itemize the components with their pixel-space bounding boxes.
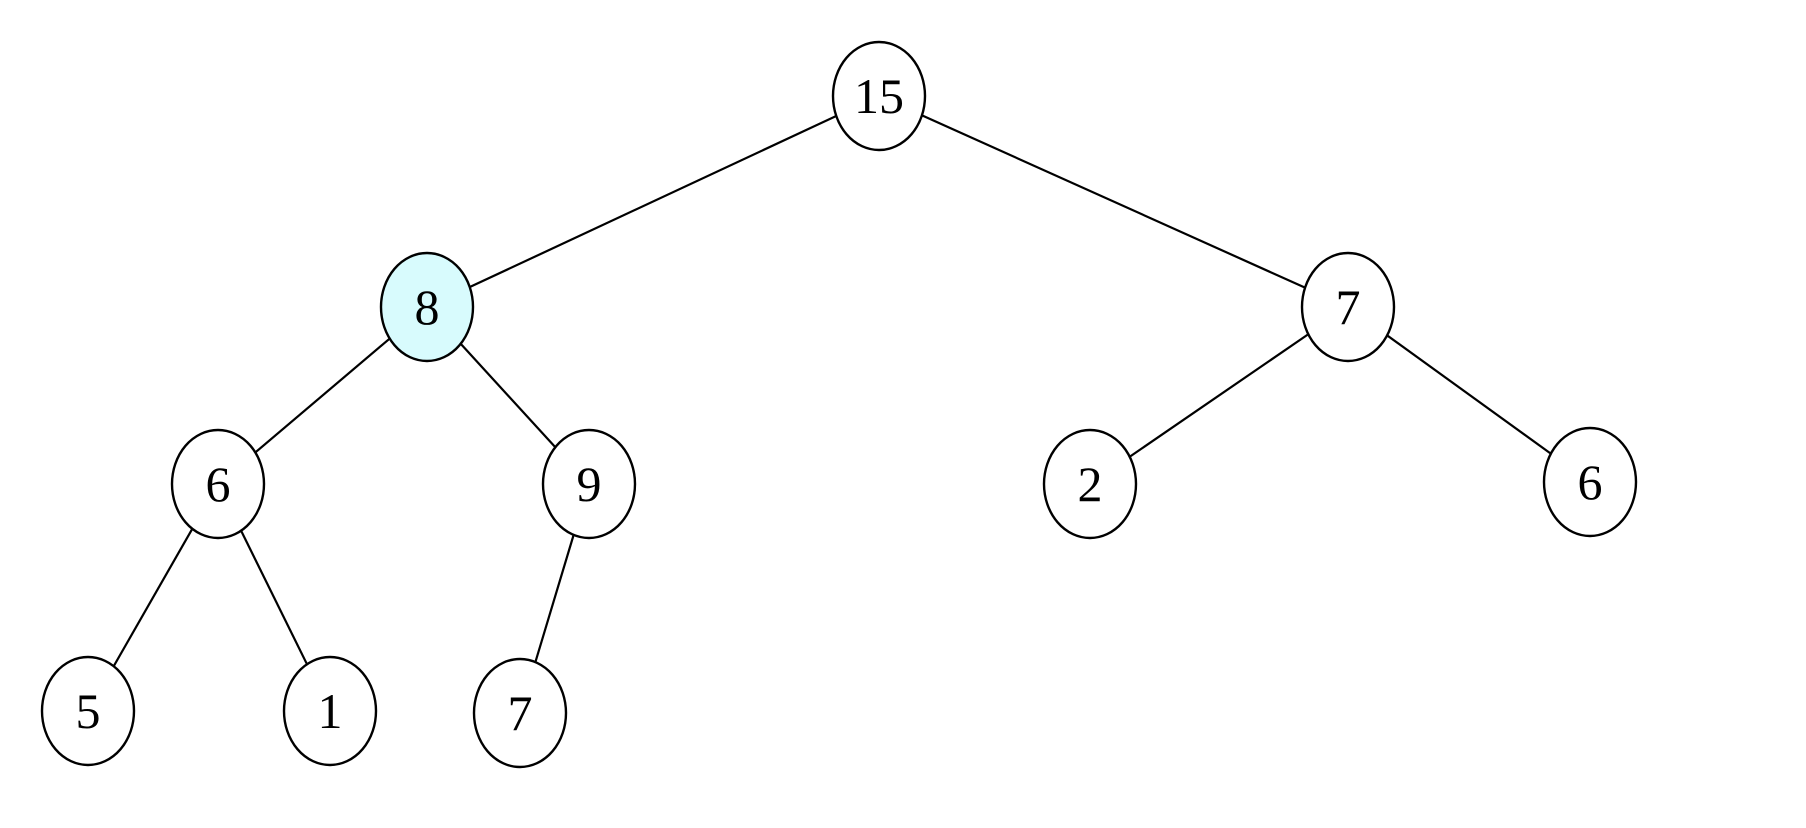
tree-node-n2: 8 <box>379 251 475 363</box>
tree-node-n1: 15 <box>831 40 927 152</box>
node-circle <box>472 657 568 769</box>
node-circle <box>541 428 637 540</box>
node-label: 8 <box>415 279 440 335</box>
edge-n1-n2 <box>460 114 839 293</box>
tree-node-n8: 5 <box>40 655 136 767</box>
node-label: 7 <box>1336 279 1361 335</box>
node-label: 7 <box>508 685 533 741</box>
node-circle <box>1542 426 1638 538</box>
edge-n2-n5 <box>458 341 563 456</box>
node-label: 1 <box>318 683 343 739</box>
node-label: 5 <box>76 683 101 739</box>
tree-node-n9: 1 <box>282 655 378 767</box>
node-circle <box>1042 428 1138 540</box>
edge-n3-n6 <box>1120 332 1311 464</box>
nodes-layer: 15 8 7 6 9 2 6 5 1 7 <box>40 40 1638 769</box>
tree-node-n7: 6 <box>1542 426 1638 538</box>
node-label: 9 <box>577 456 602 512</box>
node-label: 6 <box>1578 454 1603 510</box>
node-label: 6 <box>206 456 231 512</box>
tree-node-n3: 7 <box>1300 251 1396 363</box>
tree-node-n6: 2 <box>1042 428 1138 540</box>
tree-node-n5: 9 <box>541 428 637 540</box>
node-label: 2 <box>1078 456 1103 512</box>
edge-n2-n4 <box>246 336 392 460</box>
node-label: 15 <box>854 68 904 124</box>
edge-n3-n7 <box>1384 333 1560 461</box>
edge-n4-n8 <box>107 526 195 676</box>
node-circle <box>170 428 266 540</box>
tree-node-n4: 6 <box>170 428 266 540</box>
node-circle <box>40 655 136 767</box>
edge-n5-n10 <box>531 532 576 673</box>
node-circle <box>1300 251 1396 363</box>
node-circle <box>282 655 378 767</box>
highlighted-node-circle <box>379 251 475 363</box>
tree-node-n10: 7 <box>472 657 568 769</box>
edges-layer <box>107 113 1560 676</box>
edge-n4-n9 <box>239 528 313 674</box>
node-circle <box>831 40 927 152</box>
edge-n1-n3 <box>919 113 1315 293</box>
